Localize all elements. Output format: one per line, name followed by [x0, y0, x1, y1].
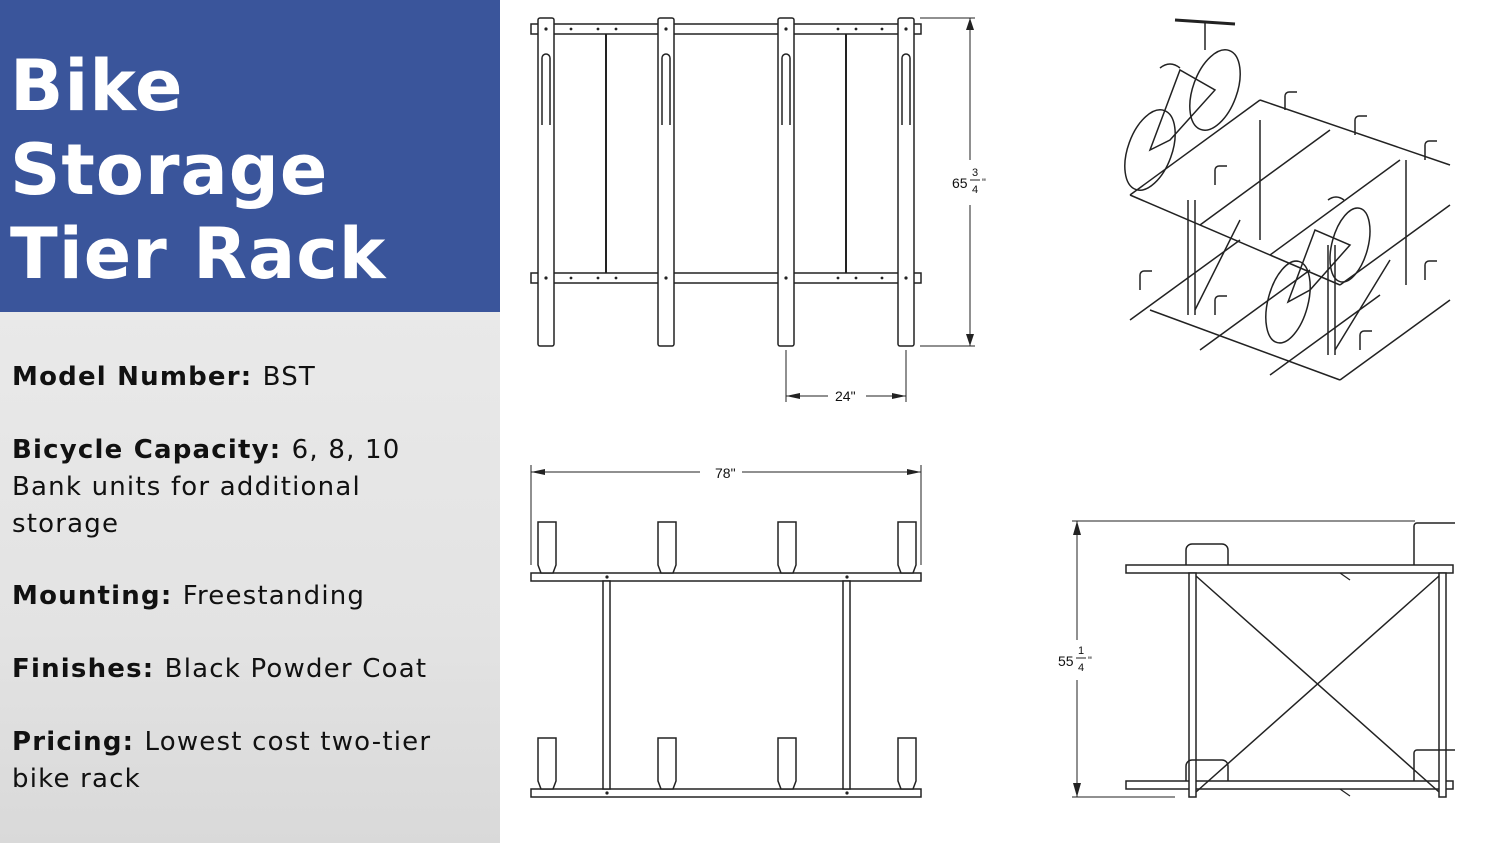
svg-text:4: 4: [972, 184, 978, 196]
svg-text:65: 65: [952, 175, 968, 191]
left-panel: Bike Storage Tier Rack Model Number: BST…: [0, 0, 500, 843]
spec-model-number: Model Number: BST: [12, 362, 317, 392]
post: [537, 17, 555, 347]
spec-value: 6, 8, 10: [291, 435, 401, 465]
title-box: Bike Storage Tier Rack: [0, 0, 500, 312]
spacing-dimension-24: 24": [835, 388, 856, 404]
spec-pricing: Pricing: Lowest cost two-tier bike rack: [12, 727, 432, 794]
bike-upper: [1124, 18, 1241, 191]
spec-value: Lowest cost two-tier bike rack: [12, 727, 432, 794]
spec-label: Pricing: [12, 727, 123, 757]
specs-box: Model Number: BST Bicycle Capacity: 6, 8…: [0, 312, 500, 843]
front-view-drawing: 65 3 4 " 24": [530, 17, 986, 404]
width-dimension-78: 78": [715, 465, 736, 481]
spec-label: Bicycle Capacity: [12, 435, 270, 465]
svg-text:4: 4: [1078, 662, 1084, 674]
spec-finishes: Finishes: Black Powder Coat: [12, 654, 428, 684]
title-line-1: Bike Storage: [10, 45, 329, 211]
spec-mounting: Mounting: Freestanding: [12, 581, 366, 611]
spec-value: Freestanding: [182, 581, 366, 611]
svg-text:3: 3: [972, 167, 978, 179]
spec-label: Model Number: [12, 362, 241, 392]
height-dimension-55-1-4: 55 1 4 ": [1058, 645, 1092, 674]
spec-value: Black Powder Coat: [164, 654, 428, 684]
svg-text:": ": [1088, 655, 1092, 667]
page-title: Bike Storage Tier Rack: [10, 44, 500, 296]
spec-value: BST: [262, 362, 317, 392]
height-dimension-65-3-4: 65 3 4 ": [952, 167, 986, 196]
bike-lower: [1265, 196, 1371, 344]
top-view-drawing: 78": [530, 465, 922, 798]
svg-text:1: 1: [1078, 645, 1084, 657]
side-view-drawing: 55 1 4 ": [1058, 520, 1455, 798]
spec-label: Mounting: [12, 581, 161, 611]
svg-text:55: 55: [1058, 653, 1074, 669]
isometric-view-drawing: [1124, 18, 1451, 381]
spec-extra: Bank units for additional storage: [12, 472, 361, 539]
title-line-2: Tier Rack: [10, 213, 387, 295]
spec-label: Finishes: [12, 654, 143, 684]
svg-text:": ": [982, 177, 986, 189]
spec-bicycle-capacity: Bicycle Capacity: 6, 8, 10 Bank units fo…: [12, 432, 492, 543]
